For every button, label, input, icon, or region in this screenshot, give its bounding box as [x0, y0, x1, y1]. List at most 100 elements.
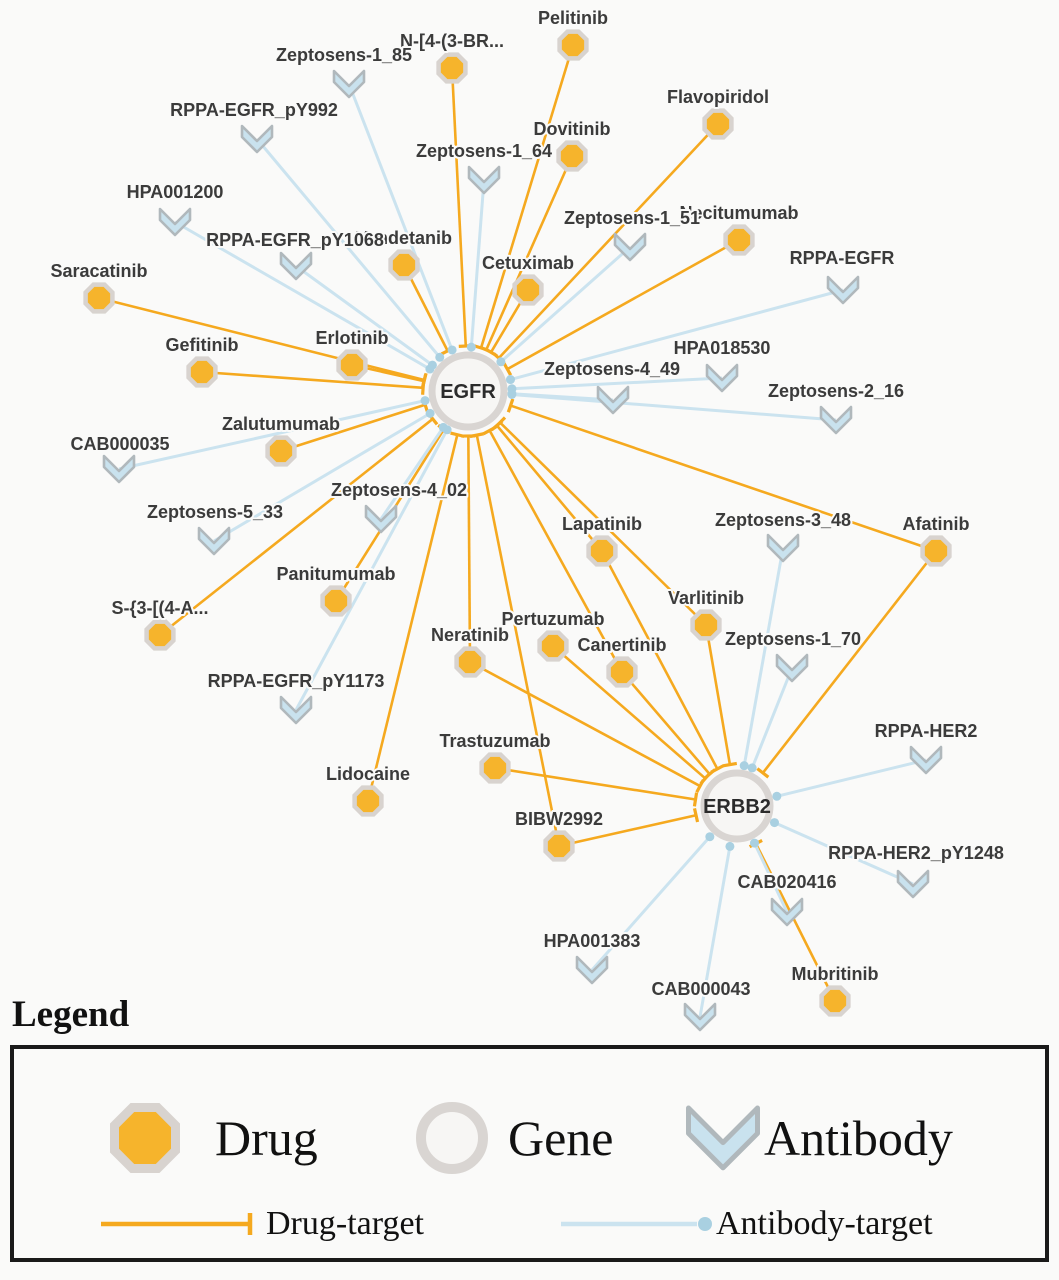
- drug-target-edge: [280, 403, 426, 453]
- drug-node-dovitinib[interactable]: [556, 140, 588, 172]
- legend-box: Drug Gene Antibody Drug-target Antibody-…: [10, 1045, 1049, 1262]
- drug-target-tee: [484, 347, 498, 358]
- drug-octagon-icon: [556, 140, 588, 172]
- antibody-node-hpa001200[interactable]: [158, 207, 192, 237]
- antibody-target-edge: [174, 220, 431, 371]
- antibody-chevron-icon: [896, 869, 930, 899]
- antibody-target-dot: [435, 352, 445, 362]
- antibody-target-dot: [447, 345, 457, 355]
- antibody-node-zeptosens_2_16[interactable]: [819, 405, 853, 435]
- drug-node-canertinib[interactable]: [606, 656, 638, 688]
- drug-label-necitumumab: Necitumumab: [679, 203, 798, 223]
- drug-node-trastuzumab[interactable]: [479, 752, 511, 784]
- drug-target-tee: [469, 432, 485, 439]
- antibody-node-hpa001383[interactable]: [575, 955, 609, 985]
- drug-label-cetuximab: Cetuximab: [482, 253, 574, 273]
- antibody-target-edge: [499, 245, 631, 363]
- drug-node-flavopiridol[interactable]: [702, 108, 734, 140]
- drug-octagon-icon: [454, 646, 486, 678]
- gene-node-erbb2[interactable]: [700, 769, 774, 843]
- drug-label-canertinib: Canertinib: [577, 635, 666, 655]
- antibody-chevron-icon: [826, 275, 860, 305]
- antibody-node-cab000043[interactable]: [683, 1002, 717, 1032]
- drug-node-pelitinib[interactable]: [557, 29, 589, 61]
- antibody-label-hpa018530: HPA018530: [674, 338, 771, 358]
- drug-node-saracatinib[interactable]: [83, 282, 115, 314]
- drug-node-s3_4a[interactable]: [144, 619, 176, 651]
- antibody-node-hpa018530[interactable]: [705, 363, 739, 393]
- antibody-node-zeptosens_1_70[interactable]: [775, 653, 809, 683]
- antibody-node-zeptosens_4_02[interactable]: [364, 504, 398, 534]
- drug-node-pertuzumab[interactable]: [537, 630, 569, 662]
- antibody-node-zeptosens_4_49[interactable]: [596, 385, 630, 415]
- drug-label-vandetanib: Vandetanib: [356, 228, 452, 248]
- antibody-node-rppa_egfr_py992[interactable]: [240, 124, 274, 154]
- antibody-label-zeptosens_1_70: Zeptosens-1_70: [725, 629, 861, 649]
- antibody-target-dot: [739, 761, 749, 771]
- gene-label-egfr: EGFR: [440, 381, 496, 403]
- antibody-node-cab020416[interactable]: [770, 897, 804, 927]
- drug-node-gefitinib[interactable]: [186, 356, 218, 388]
- drug-node-zalutumumab[interactable]: [265, 435, 297, 467]
- antibody-legend-icon: [686, 1105, 760, 1171]
- antibody-node-rppa_egfr_py1173[interactable]: [279, 695, 313, 725]
- drug-octagon-icon: [320, 585, 352, 617]
- antibody-node-cab000035[interactable]: [102, 454, 136, 484]
- drug-node-lapatinib[interactable]: [586, 535, 618, 567]
- drug-label-afatinib: Afatinib: [903, 514, 970, 534]
- drug-node-panitumumab[interactable]: [320, 585, 352, 617]
- drug-label-dovitinib: Dovitinib: [534, 119, 611, 139]
- drug-node-vandetanib[interactable]: [388, 249, 420, 281]
- drug-node-neratinib[interactable]: [454, 646, 486, 678]
- drug-node-mubritinib[interactable]: [819, 985, 851, 1017]
- drug-target-edge: [485, 155, 574, 351]
- antibody-target-dot: [425, 408, 435, 418]
- drug-node-lidocaine[interactable]: [352, 785, 384, 817]
- antibody-node-zeptosens_1_51[interactable]: [613, 232, 647, 262]
- drug-target-tee: [756, 767, 770, 779]
- antibody-node-rppa_egfr_py1068[interactable]: [279, 251, 313, 281]
- node-layer: [83, 29, 952, 1032]
- antibody-target-legend-label: Antibody-target: [716, 1205, 933, 1242]
- drug-label-lapatinib: Lapatinib: [562, 514, 642, 534]
- antibody-chevron-icon: [596, 385, 630, 415]
- drug-target-edge: [98, 296, 425, 382]
- antibody-target-dot: [466, 342, 476, 352]
- drug-target-legend-label: Drug-target: [266, 1205, 424, 1242]
- drug-octagon-icon: [352, 785, 384, 817]
- drug-octagon-icon: [606, 656, 638, 688]
- drug-legend-icon: [110, 1103, 180, 1173]
- drug-node-n4_3br[interactable]: [436, 52, 468, 84]
- antibody-node-zeptosens_5_33[interactable]: [197, 526, 231, 556]
- drug-octagon-icon: [819, 985, 851, 1017]
- antibody-node-zeptosens_3_48[interactable]: [766, 533, 800, 563]
- drug-label-n4_3br: N-[4-(3-BR...: [400, 31, 504, 51]
- antibody-node-zeptosens_1_85[interactable]: [332, 69, 366, 99]
- antibody-chevron-icon: [279, 695, 313, 725]
- drug-target-edge: [366, 434, 459, 802]
- antibody-target-edge: [773, 821, 914, 886]
- drug-node-erlotinib[interactable]: [336, 349, 368, 381]
- drug-label-erlotinib: Erlotinib: [316, 328, 389, 348]
- drug-node-afatinib[interactable]: [920, 535, 952, 567]
- antibody-node-rppa_egfr[interactable]: [826, 275, 860, 305]
- antibody-chevron-icon: [819, 405, 853, 435]
- gene-node-egfr[interactable]: [428, 351, 508, 431]
- drug-node-varlitinib[interactable]: [690, 609, 722, 641]
- antibody-node-zeptosens_1_64[interactable]: [467, 165, 501, 195]
- drug-target-edge: [499, 421, 707, 626]
- antibody-node-rppa_her2_py1248[interactable]: [896, 869, 930, 899]
- drug-node-necitumumab[interactable]: [723, 224, 755, 256]
- drug-target-tee: [482, 425, 497, 436]
- antibody-chevron-icon: [775, 653, 809, 683]
- antibody-chevron-icon: [683, 1002, 717, 1032]
- drug-node-cetuximab[interactable]: [512, 274, 544, 306]
- drug-octagon-icon: [186, 356, 218, 388]
- drug-target-edge: [506, 238, 740, 371]
- antibody-target-edge: [255, 138, 441, 359]
- antibody-target-dot: [496, 357, 506, 367]
- antibody-chevron-icon: [613, 232, 647, 262]
- antibody-node-rppa_her2[interactable]: [909, 745, 943, 775]
- drug-node-bibw2992[interactable]: [543, 830, 575, 862]
- drug-label-mubritinib: Mubritinib: [792, 964, 879, 984]
